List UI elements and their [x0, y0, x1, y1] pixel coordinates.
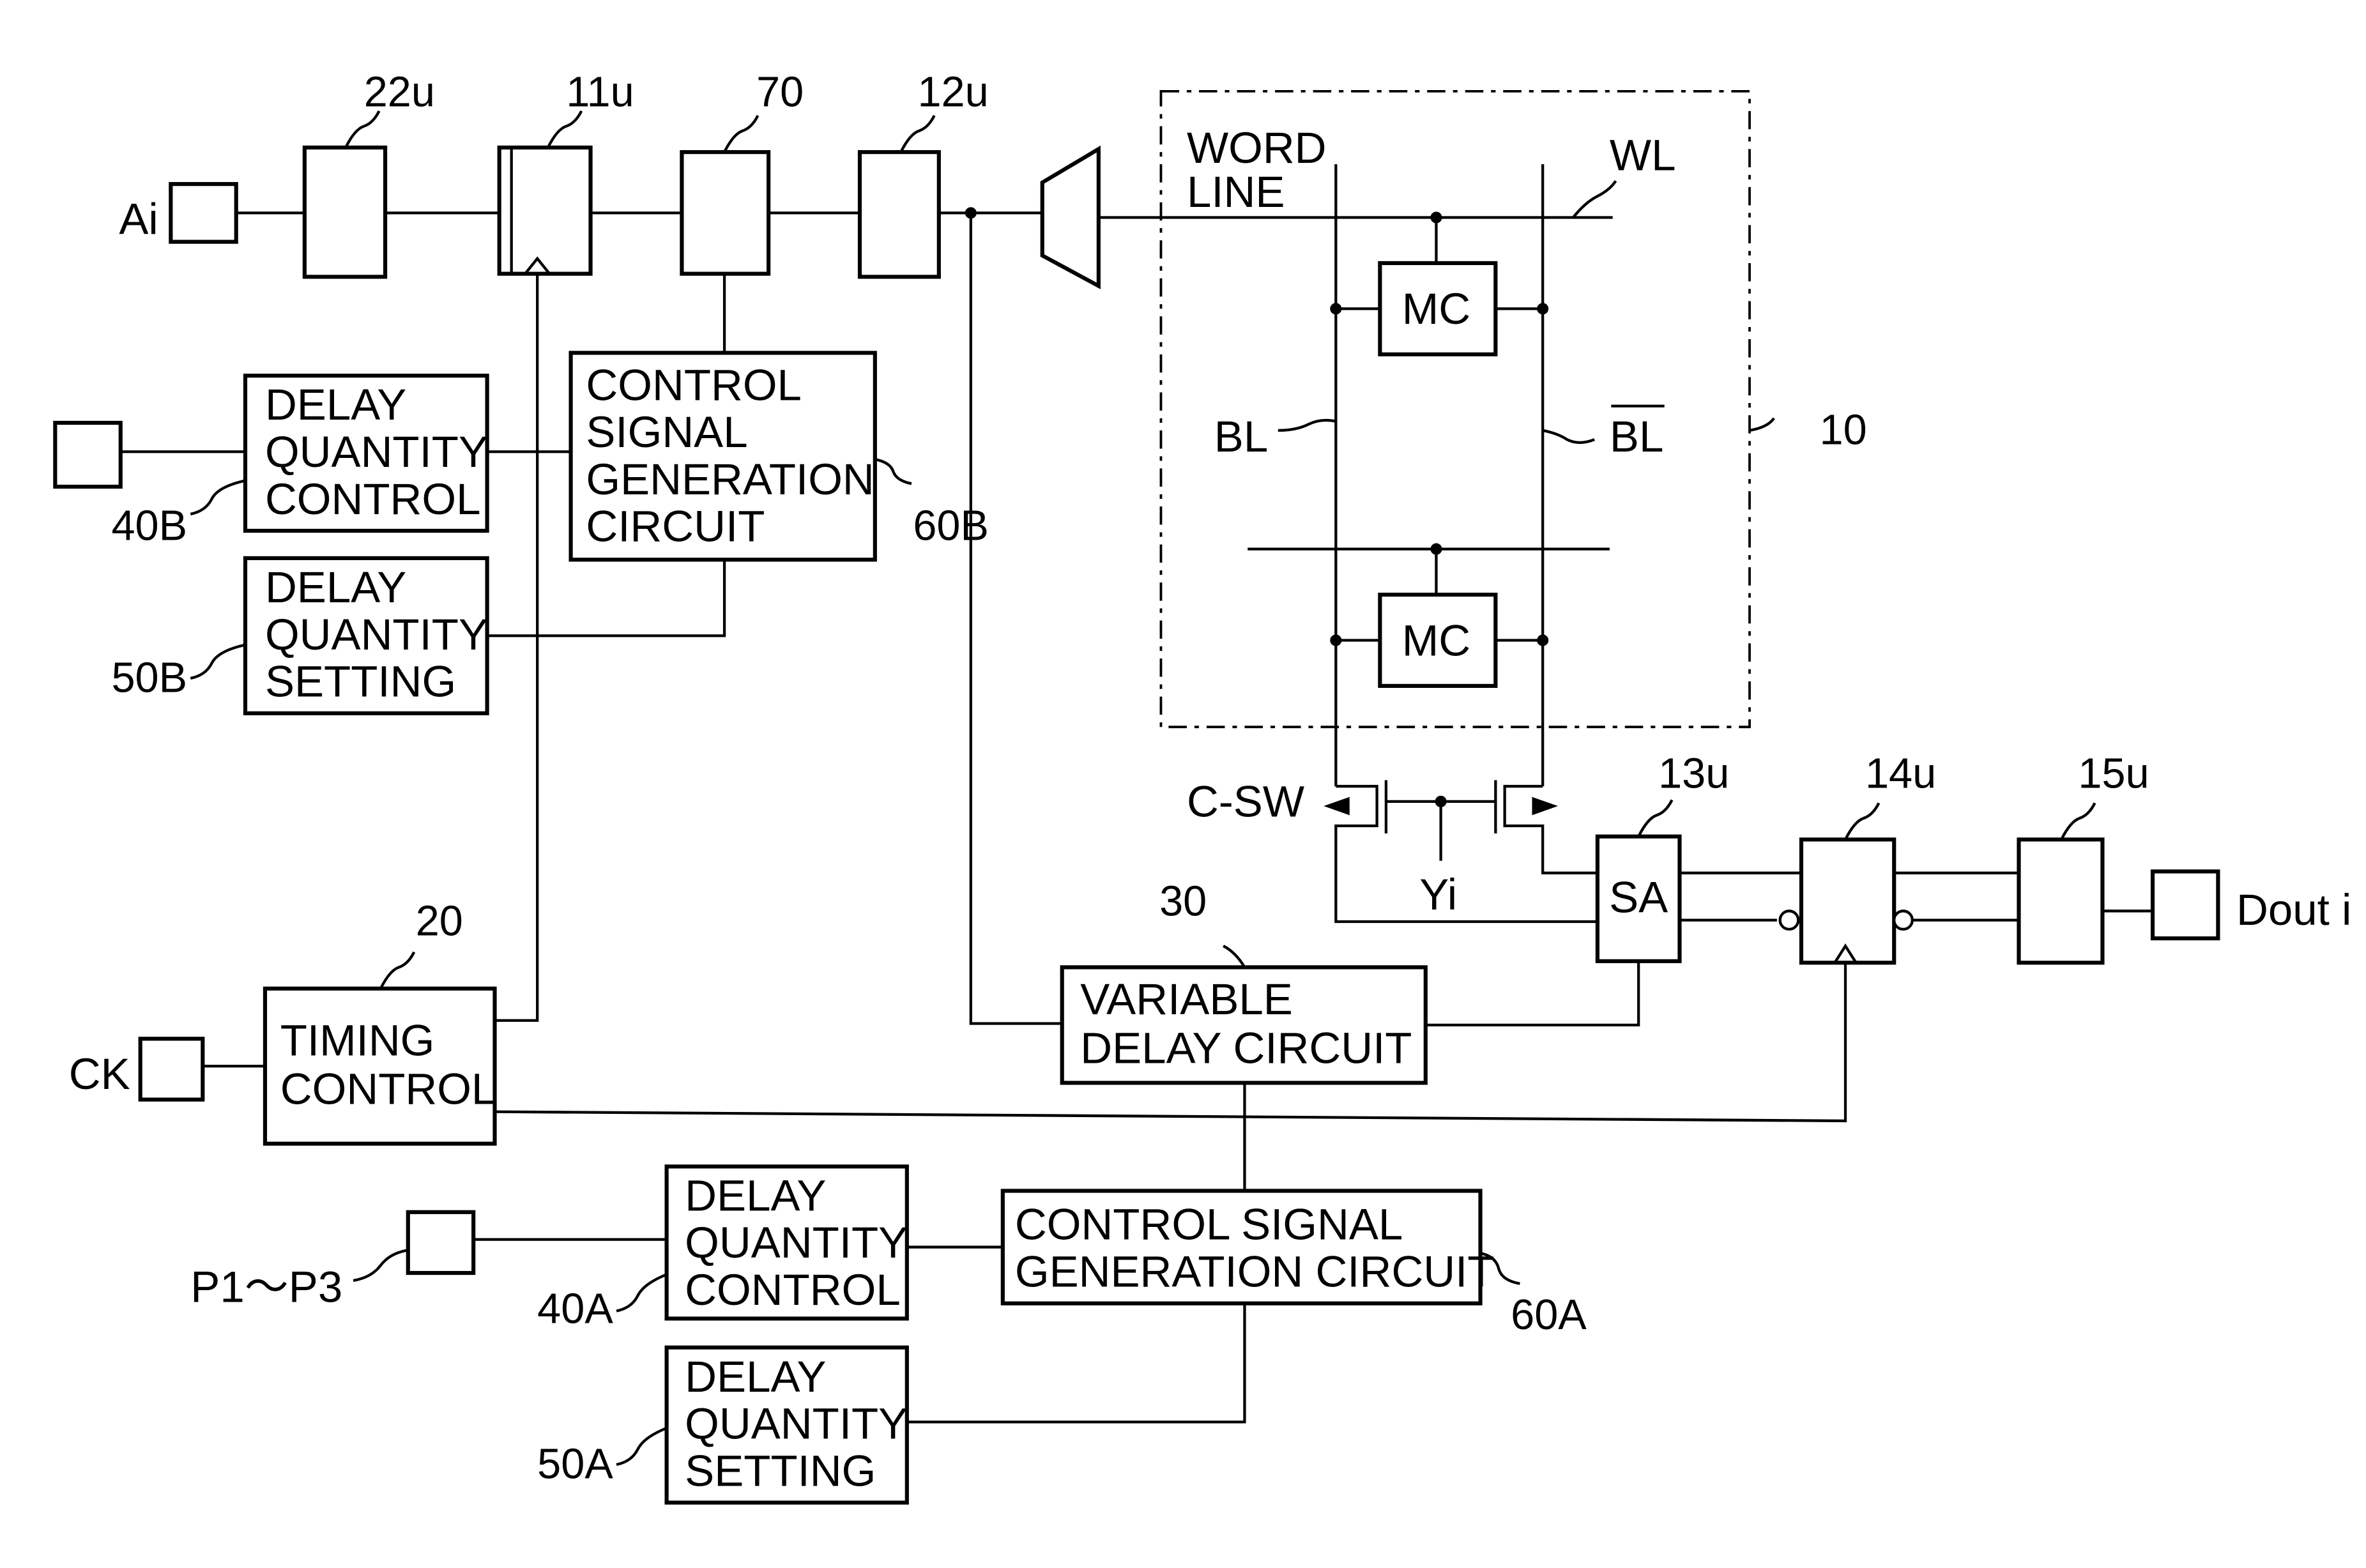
ref-10: 10: [1820, 406, 1867, 453]
b50b-line-2: QUANTITY: [265, 609, 488, 659]
b50b-line-1: DELAY: [265, 562, 406, 612]
b60b-line-4: CIRCUIT: [586, 501, 765, 551]
b60b-line-1: CONTROL: [586, 360, 802, 409]
b50a-line-2: QUANTITY: [685, 1399, 908, 1449]
b30-line-2: DELAY CIRCUIT: [1080, 1023, 1412, 1072]
b40b-line-2: QUANTITY: [265, 427, 488, 476]
latch-14u: [1780, 839, 1912, 963]
b40b-line-3: CONTROL: [265, 474, 481, 524]
b50b-line-3: SETTING: [265, 657, 456, 706]
wl-label: WL: [1610, 130, 1676, 180]
b20-line-2: CONTROL: [280, 1064, 496, 1114]
ck-label: CK: [69, 1049, 130, 1099]
ck-pad: [141, 1039, 203, 1099]
ai-label: Ai: [119, 194, 158, 244]
ref-50b: 50B: [111, 654, 187, 701]
csw-label: C-SW: [1187, 777, 1304, 826]
block-12u: [860, 152, 939, 277]
ref-50a: 50A: [537, 1441, 613, 1488]
b40a-line-1: DELAY: [685, 1170, 826, 1220]
block-22u: [305, 148, 385, 277]
csw-arrow-left: [1324, 797, 1349, 816]
b40a-line-2: QUANTITY: [685, 1217, 908, 1267]
b50a-line-1: DELAY: [685, 1351, 826, 1401]
dout-pad: [2153, 871, 2218, 938]
ref-12u: 12u: [917, 69, 988, 116]
mc1-label: MC: [1402, 284, 1470, 333]
b60b-line-2: SIGNAL: [586, 407, 747, 457]
delay-control-pad: [55, 423, 120, 487]
yi-label: Yi: [1419, 869, 1457, 919]
bl-label: BL: [1214, 411, 1268, 461]
block-labels: MC MC DELAY QUANTITY CONTROL CONTROL SIG…: [265, 284, 1668, 1495]
dout-label: Dout i: [2236, 885, 2351, 934]
word-line-driver: [1042, 149, 1099, 285]
ref-60a: 60A: [1511, 1291, 1587, 1339]
p-pad: [408, 1212, 473, 1273]
b60a-line-1: CONTROL SIGNAL: [1015, 1199, 1403, 1249]
b60a-line-2: GENERATION CIRCUIT: [1015, 1246, 1495, 1296]
csw-arrow-right: [1532, 797, 1557, 816]
ref-40b: 40B: [111, 502, 187, 549]
word-line-label-1: WORD: [1187, 123, 1327, 172]
ref-70: 70: [756, 69, 804, 116]
block-11u: [500, 148, 591, 274]
ai-pad: [171, 184, 236, 241]
ref-13u: 13u: [1658, 750, 1729, 797]
ref-22u: 22u: [364, 69, 435, 116]
mc2-label: MC: [1402, 615, 1470, 665]
ref-40a: 40A: [537, 1286, 613, 1333]
b40b-line-1: DELAY: [265, 379, 406, 429]
p-label: P1～P3: [190, 1261, 342, 1311]
ref-11u: 11u: [566, 69, 634, 116]
sa-label: SA: [1609, 872, 1668, 922]
word-line-label-2: LINE: [1187, 167, 1285, 217]
ref-15u: 15u: [2078, 750, 2149, 797]
blbar-label: BL: [1610, 411, 1663, 461]
b20-line-1: TIMING: [280, 1016, 435, 1065]
output-buffer-15u: [2019, 839, 2102, 963]
b60b-line-3: GENERATION: [586, 454, 874, 504]
ref-14u: 14u: [1865, 750, 1936, 797]
block-70: [682, 152, 768, 273]
b40a-line-3: CONTROL: [685, 1265, 901, 1314]
ref-60b: 60B: [913, 502, 989, 549]
b30-line-1: VARIABLE: [1080, 974, 1293, 1024]
ref-20: 20: [416, 897, 463, 945]
b50a-line-3: SETTING: [685, 1445, 876, 1495]
ref-30: 30: [1159, 878, 1207, 925]
